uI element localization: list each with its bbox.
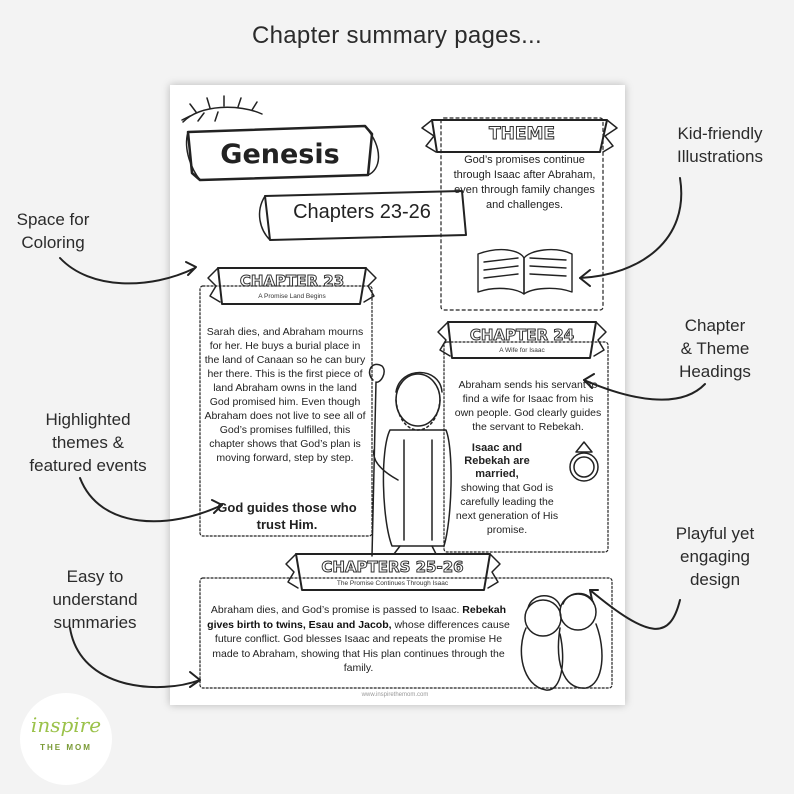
- callout-line: & Theme: [680, 339, 750, 358]
- callout-space-for-coloring: Space for Coloring: [8, 208, 98, 254]
- callout-line: summaries: [53, 613, 137, 632]
- leaf-swirl-icon: [181, 95, 263, 123]
- ch24-text: Abraham sends his servant to find a wife…: [454, 379, 602, 433]
- ch2526-text-b: whose differences cause future conflict.…: [212, 618, 510, 675]
- ch2526-text: Abraham dies, and God’s promise is passe…: [206, 603, 511, 676]
- callout-easy-summaries: Easy to understand summaries: [35, 565, 155, 634]
- book-title: Genesis: [220, 139, 340, 170]
- callout-line: engaging: [680, 547, 750, 566]
- ch24-text-continued: showing that God is carefully leading th…: [455, 482, 559, 536]
- ch23-title: CHAPTER 23: [239, 272, 345, 291]
- chapters-range-banner: [264, 190, 467, 241]
- ch23-subtitle: A Promise Land Begins: [258, 293, 326, 300]
- callout-line: featured events: [29, 456, 147, 475]
- ch2526-frame: [199, 577, 613, 689]
- ch23-banner: [217, 267, 367, 305]
- ch2526-text-a: Abraham dies, and God’s promise is passe…: [210, 604, 460, 616]
- callout-line: design: [689, 570, 741, 589]
- ch24-highlight: Isaac and Rebekah are married,: [464, 442, 530, 480]
- footer-url: www.inspirethemom.com: [361, 692, 429, 698]
- logo-word: inspire: [30, 713, 102, 737]
- callout-line: Kid-friendly: [677, 124, 763, 143]
- ch2526-subtitle: The Promise Continues Through Isaac: [336, 580, 449, 587]
- open-book-icon: [477, 248, 573, 295]
- ch24-subtitle: A Wife for Isaac: [499, 347, 545, 354]
- chapters-range: Chapters 23-26: [293, 201, 431, 223]
- ch23-text: Sarah dies, and Abraham mourns for her. …: [204, 326, 366, 464]
- callout-line: Highlighted: [45, 410, 131, 429]
- callout-arrows: [59, 177, 706, 689]
- twins-illustration: [520, 592, 603, 691]
- page-heading: Chapter summary pages...: [252, 22, 542, 49]
- callout-kid-friendly: Kid-friendly Illustrations: [660, 122, 780, 168]
- theme-title: THEME: [489, 124, 556, 145]
- ch2526-banner: [295, 553, 491, 591]
- ch24-banner: [447, 321, 597, 359]
- callout-line: Chapter: [684, 316, 746, 335]
- callout-line: Headings: [679, 362, 751, 381]
- ch24-title: CHAPTER 24: [469, 326, 575, 345]
- callout-line: understand: [52, 590, 138, 609]
- callout-line: Playful yet: [675, 524, 755, 543]
- callout-playful: Playful yet engaging design: [645, 522, 785, 591]
- ch2526-title: CHAPTERS 25-26: [321, 558, 464, 577]
- ch24-frame: [443, 341, 609, 553]
- ch23-highlight: God guides those who trust Him.: [217, 500, 357, 532]
- callout-highlighted: Highlighted themes & featured events: [8, 408, 168, 477]
- callout-line: themes &: [52, 433, 124, 452]
- callout-line: Easy to: [66, 567, 124, 586]
- callout-chapter-theme: Chapter & Theme Headings: [665, 314, 765, 383]
- callout-line: Space for: [16, 210, 90, 229]
- callout-line: Illustrations: [677, 147, 763, 166]
- callout-line: Coloring: [21, 233, 85, 252]
- theme-frame: [440, 117, 604, 311]
- ch2526-highlight: Rebekah gives birth to twins, Esau and J…: [207, 604, 507, 631]
- theme-text: God’s promises continue through Isaac af…: [453, 154, 596, 211]
- logo-subtitle: THE MOM: [40, 743, 92, 752]
- abraham-illustration: [368, 363, 452, 557]
- theme-banner: [431, 119, 608, 153]
- ring-icon: [569, 441, 599, 482]
- inspire-logo: [20, 693, 112, 785]
- ch23-frame: [199, 285, 373, 537]
